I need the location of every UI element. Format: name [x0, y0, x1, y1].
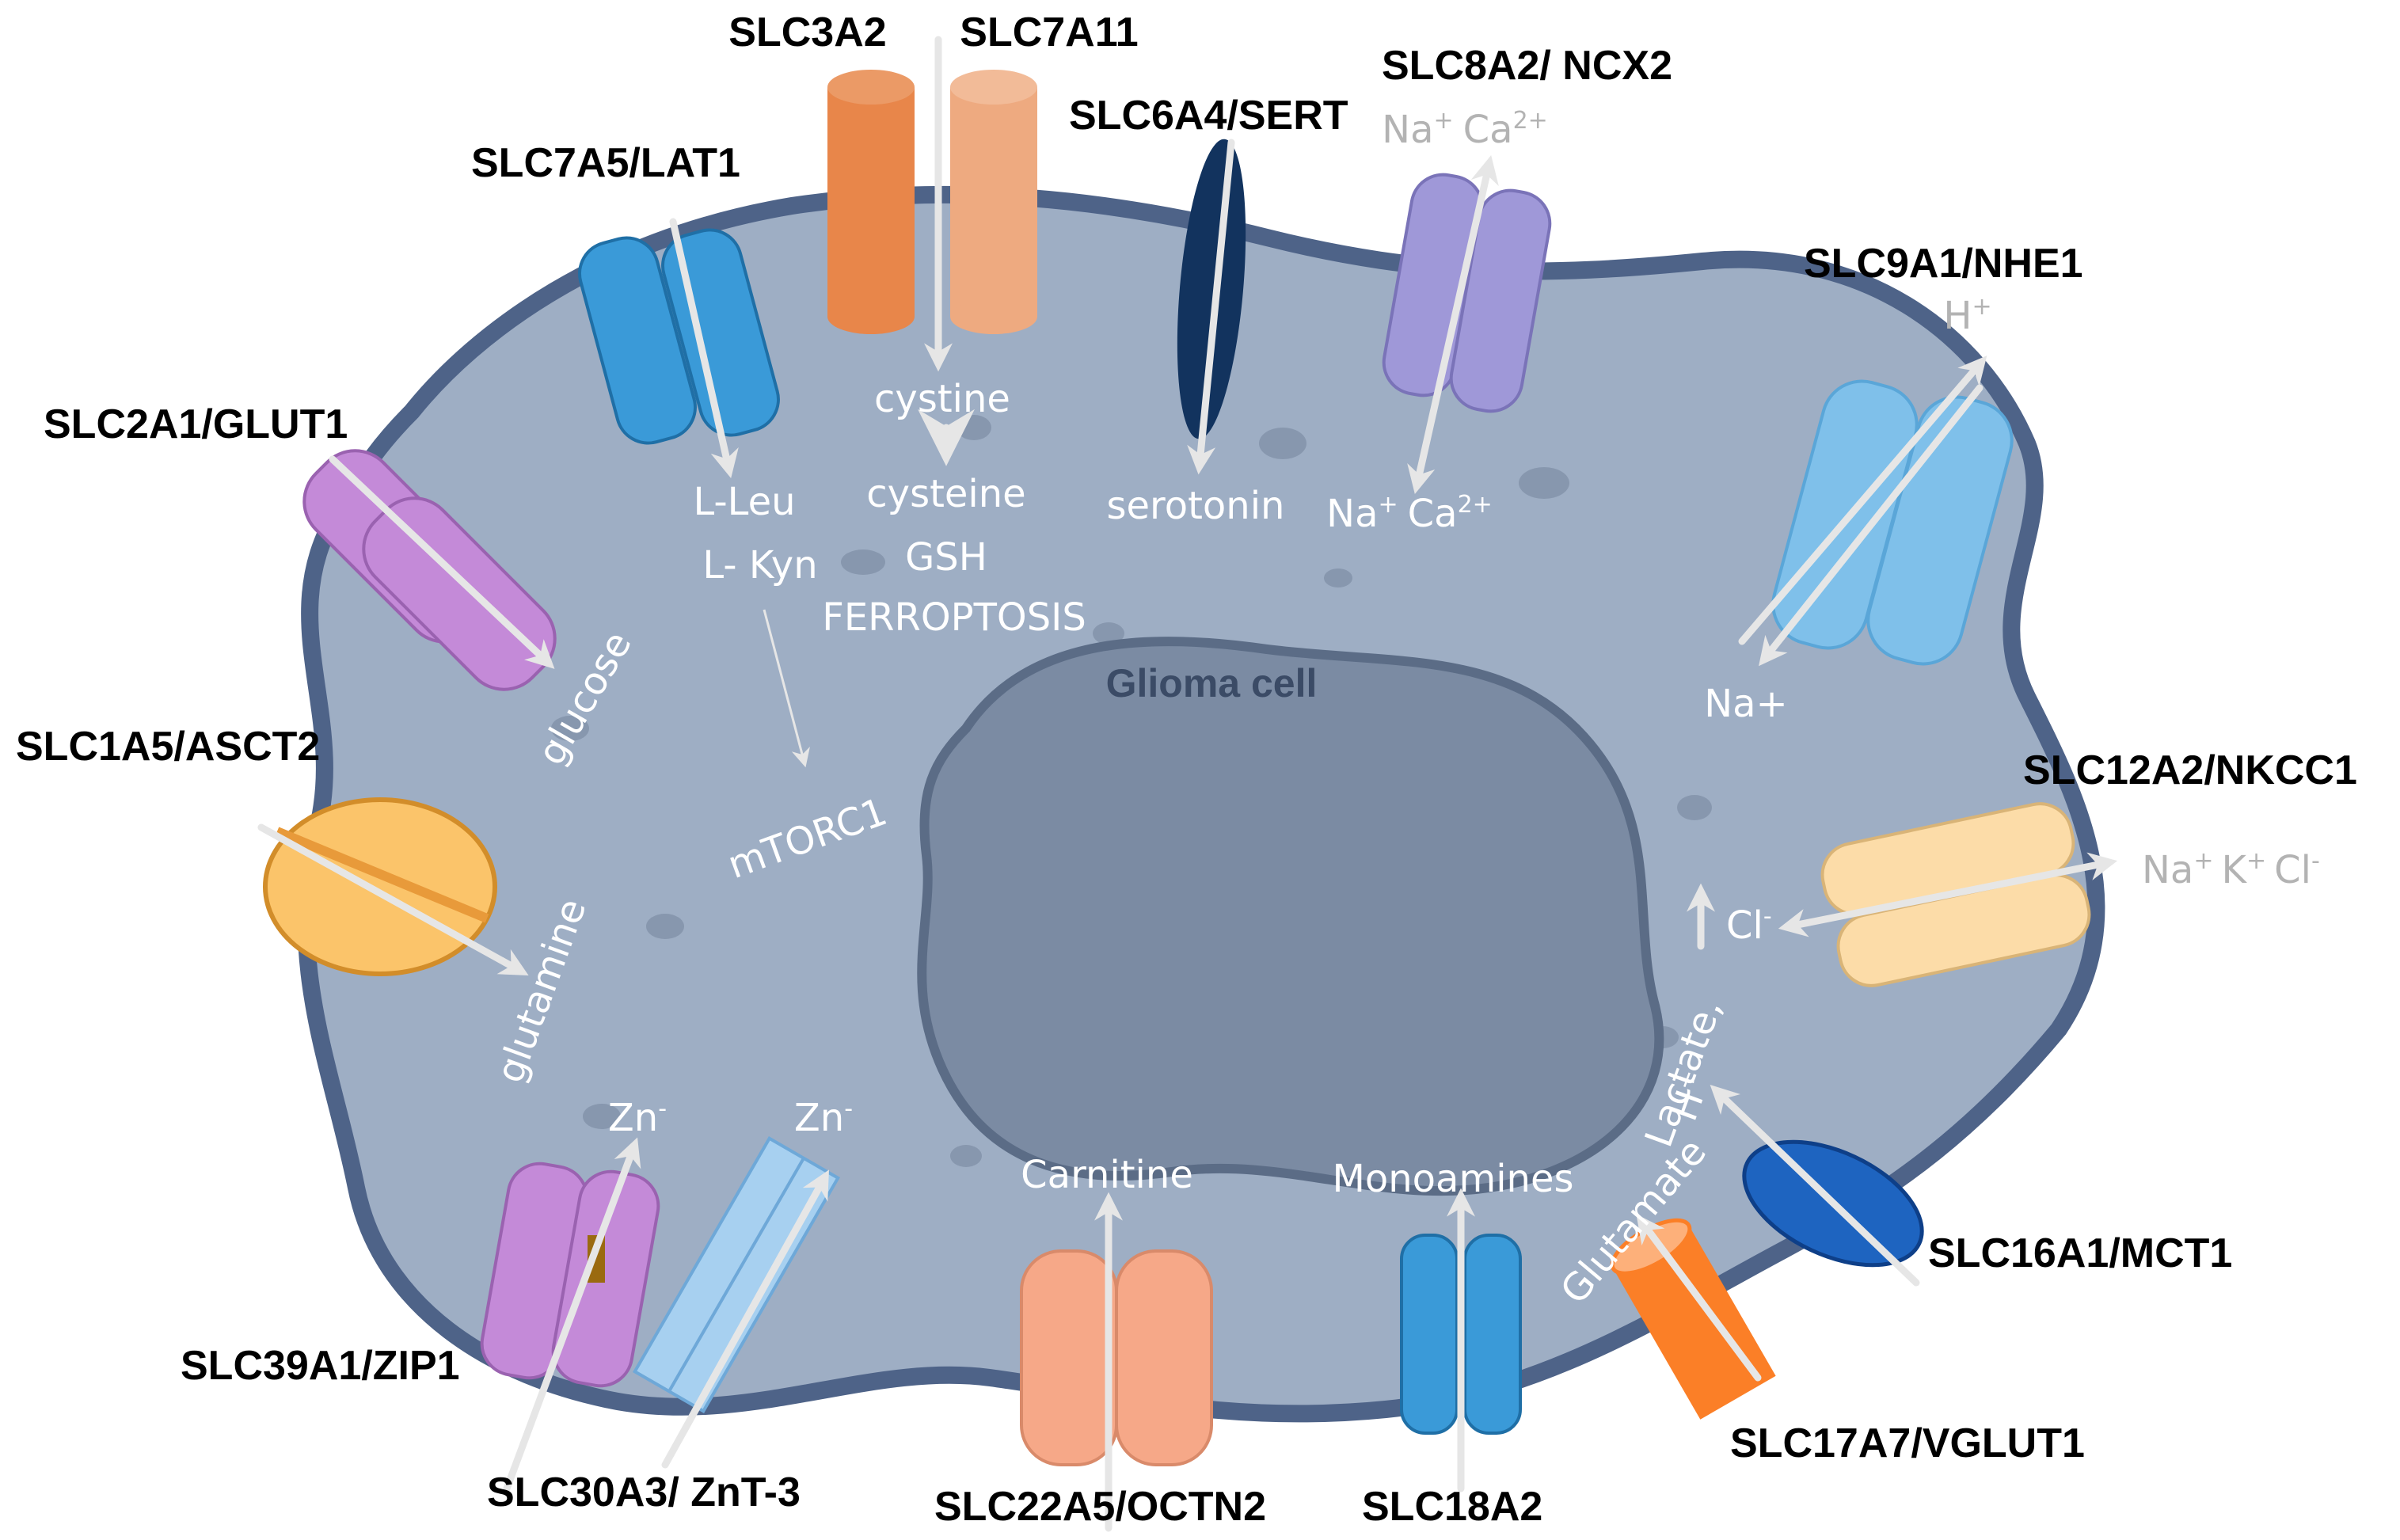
substrate-gsh: GSH: [905, 535, 987, 580]
label-slc18a2: SLC18A2: [1362, 1484, 1542, 1530]
label-slc12a2: SLC12A2/NKCC1: [2023, 747, 2357, 793]
label-slc8a2: SLC8A2/ NCX2: [1382, 43, 1672, 89]
slc30a3-transporter: [632, 1136, 841, 1413]
substrate-cysteine: cysteine: [866, 472, 1025, 516]
substrate-ferroptosis: FERROPTOSIS: [822, 595, 1086, 640]
slc7a5-transporter: [578, 228, 780, 445]
substrate-lleu: L-Leu: [693, 480, 795, 524]
slc18a2-transporter: [1400, 1234, 1522, 1435]
substrate-h-outside: H+: [1943, 293, 1991, 338]
substrate-monoamines: Monoamines: [1332, 1157, 1573, 1201]
label-slc6a4: SLC6A4/SERT: [1069, 93, 1348, 139]
label-slc9a1: SLC9A1/NHE1: [1804, 241, 2083, 287]
substrate-na-k-cl-outside: Na+K+Cl-: [2142, 847, 2320, 892]
slc22a5-transporter: [1020, 1249, 1213, 1466]
substrate-lkyn: L- Kyn: [702, 543, 817, 587]
label-slc22a5: SLC22A5/OCTN2: [934, 1484, 1266, 1530]
substrate-carnitine: Carnitine: [1021, 1153, 1193, 1197]
label-slc17a7: SLC17A7/VGLUT1: [1730, 1420, 2085, 1466]
label-slc7a11: SLC7A11: [960, 10, 1138, 55]
slc7a11-cylinder: [950, 70, 1037, 334]
slc1a5-transporter: [263, 797, 497, 976]
substrate-zn-1: Zn-: [608, 1095, 667, 1140]
substrate-na-plus: Na+: [1704, 682, 1788, 726]
substrate-serotonin: serotonin: [1107, 484, 1285, 528]
label-slc16a1: SLC16A1/MCT1: [1928, 1230, 2232, 1276]
slc2a1-transporter: [302, 449, 557, 691]
slc6a4-transporter: [1177, 139, 1246, 439]
cytoplasm-vesicles: [551, 415, 1712, 1167]
label-slc39a1: SLC39A1/ZIP1: [181, 1343, 460, 1389]
label-slc3a2: SLC3A2: [728, 10, 886, 55]
transport-arrows: [257, 36, 2118, 1532]
substrate-na-ca-outside: Na+Ca2+: [1382, 107, 1548, 152]
slc39a1-transporter: [480, 1162, 660, 1388]
label-slc30a3: SLC30A3/ ZnT-3: [487, 1470, 801, 1515]
slc3a2-cylinder: [827, 70, 915, 334]
label-slc1a5: SLC1A5/ASCT2: [16, 724, 320, 770]
substrate-cl-inside: Cl-: [1726, 903, 1772, 948]
label-slc7a5: SLC7A5/LAT1: [471, 140, 740, 186]
cell-label: Glioma cell: [1106, 661, 1318, 705]
substrate-zn-2: Zn-: [794, 1095, 853, 1140]
label-slc2a1: SLC2A1/GLUT1: [44, 401, 348, 447]
slc9a1-transporter: [1771, 379, 2014, 666]
nucleus: [917, 637, 1664, 1196]
substrate-na-ca-inside: Na+Ca2+: [1326, 491, 1493, 536]
substrate-cystine: cystine: [874, 377, 1010, 421]
